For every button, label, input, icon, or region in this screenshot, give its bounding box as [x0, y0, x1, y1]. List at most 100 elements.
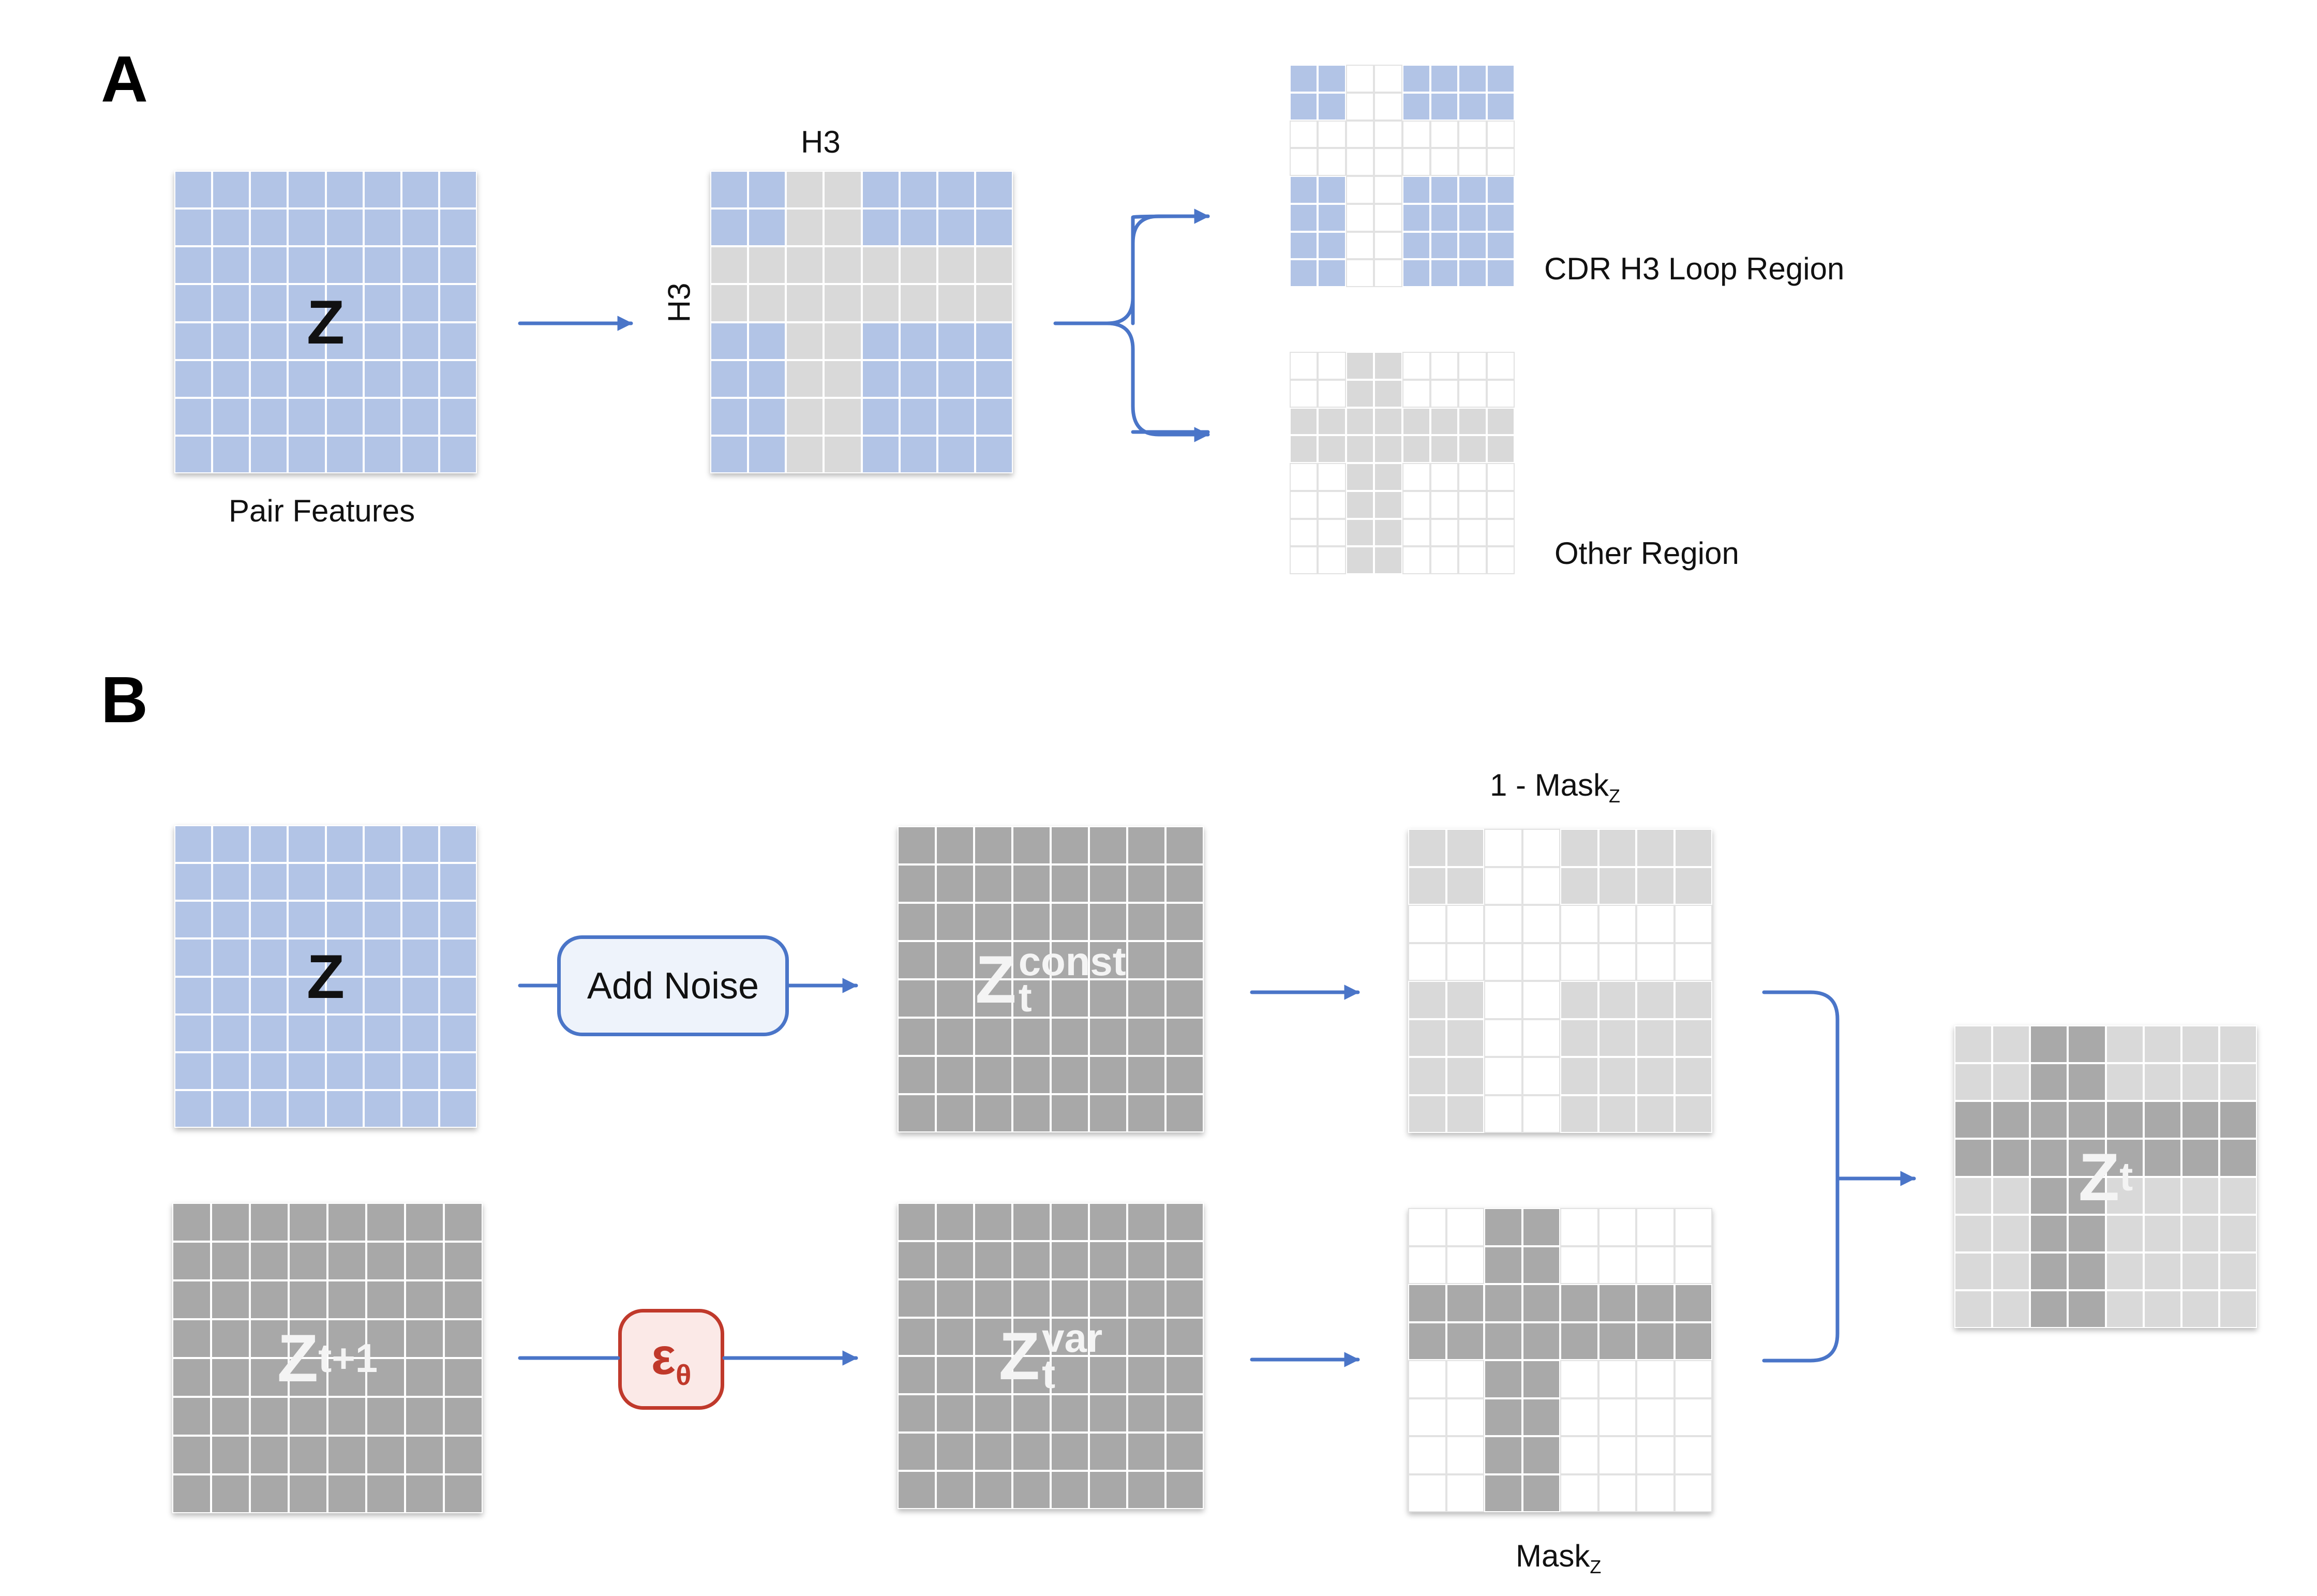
grid-cell: [439, 171, 477, 209]
grid-cell: [1346, 490, 1374, 519]
grid-cell: [1484, 867, 1522, 905]
grid-cell: [824, 322, 862, 360]
grid-cell: [1127, 826, 1165, 864]
grid-cell: [861, 360, 900, 398]
grid-cell: [1674, 1322, 1712, 1360]
grid-cell: [289, 1203, 327, 1242]
grid-cell: [1430, 379, 1459, 408]
grid-cell: [2030, 1063, 2068, 1101]
grid-cell: [1636, 1246, 1675, 1284]
grid-cell: [325, 976, 364, 1015]
grid-cell: [1446, 1436, 1484, 1474]
grid-cell: [1290, 463, 1318, 491]
grid-cell: [1458, 203, 1487, 232]
grid-cell: [1089, 864, 1127, 903]
grid-cell: [325, 322, 364, 360]
grid-cell: [288, 825, 326, 863]
grid-cell: [898, 1056, 936, 1094]
grid-cell: [1598, 1398, 1636, 1436]
grid-cell: [1165, 1394, 1204, 1433]
grid-cell: [2143, 1139, 2181, 1177]
grid-cell: [1402, 203, 1430, 232]
grid-cell: [288, 208, 326, 247]
grid-cell: [1992, 1176, 2030, 1215]
grid-cell: [363, 246, 401, 285]
grid-cell: [2105, 1101, 2144, 1139]
grid-cell: [1486, 490, 1515, 519]
grid-cell: [937, 246, 975, 285]
grid-cell: [1446, 1246, 1484, 1284]
grid-cell: [1486, 518, 1515, 547]
grid-cell: [1346, 518, 1374, 547]
grid-cell: [1165, 1094, 1204, 1132]
grid-cell: [288, 360, 326, 398]
grid-cell: [2068, 1101, 2106, 1139]
grid-cell: [2181, 1101, 2219, 1139]
grid-cell: [1127, 941, 1165, 979]
grid-cell: [1051, 1471, 1089, 1509]
grid-cell: [1458, 463, 1487, 491]
grid-cell: [936, 1433, 974, 1471]
grid-cell: [288, 435, 326, 473]
grid-cell: [212, 863, 250, 901]
grid-cell: [212, 938, 250, 977]
grid-cell: [172, 1319, 211, 1358]
grid-cell: [975, 435, 1013, 473]
grid-cell: [1089, 1318, 1127, 1356]
grid-cell: [405, 1203, 444, 1242]
grid-cell: [212, 901, 250, 939]
grid-cell: [1598, 867, 1636, 905]
grid-cell: [174, 938, 213, 977]
grid-cell: [786, 360, 824, 398]
grid-cell: [174, 322, 213, 360]
grid-cell: [172, 1203, 211, 1242]
grid-cell: [861, 208, 900, 247]
grid-cell: [936, 1394, 974, 1433]
grid-cell: [1992, 1252, 2030, 1290]
grid-cell: [748, 246, 786, 285]
grid-cell: [898, 941, 936, 979]
grid-cell: [363, 1090, 401, 1128]
grid-cell: [1127, 1018, 1165, 1056]
grid-cell: [1458, 435, 1487, 463]
grid-cell: [1408, 1322, 1446, 1360]
grid-cell: [1318, 231, 1346, 260]
grid-cell: [1446, 1019, 1484, 1057]
grid-cell: [1127, 1056, 1165, 1094]
grid-cell: [975, 397, 1013, 436]
grid-cell: [898, 1356, 936, 1394]
grid-cell: [444, 1319, 483, 1358]
grid-cell: [1484, 1360, 1522, 1398]
grid-cell: [1165, 1203, 1204, 1241]
epsilon-theta-box: εθ: [618, 1309, 724, 1410]
grid-cell: [1089, 1056, 1127, 1094]
grid-cell: [1484, 905, 1522, 943]
grid-cell: [366, 1397, 405, 1436]
grid-cell: [1992, 1290, 2030, 1328]
grid-cell: [366, 1436, 405, 1474]
grid-cell: [1374, 490, 1402, 519]
grid-cell: [439, 435, 477, 473]
grid-cell: [1484, 829, 1522, 867]
grid-cell: [1127, 1394, 1165, 1433]
grid-cell: [1051, 979, 1089, 1018]
grid-cell: [2181, 1176, 2219, 1215]
grid-cell: [401, 976, 439, 1015]
grid-cell: [288, 1052, 326, 1090]
grid-cell: [2143, 1063, 2181, 1101]
grid-cell: [172, 1358, 211, 1397]
grid-cell: [212, 1052, 250, 1090]
grid-cell: [172, 1436, 211, 1474]
grid-cell: [974, 1018, 1012, 1056]
grid-cell: [1165, 979, 1204, 1018]
grid-cell: [1674, 1360, 1712, 1398]
grid-cell: [1954, 1101, 1993, 1139]
grid-cell: [174, 246, 213, 285]
add-noise-box: Add Noise: [557, 935, 789, 1036]
grid-cell: [975, 171, 1013, 209]
grid-cell: [1165, 941, 1204, 979]
grid-cell: [898, 1433, 936, 1471]
grid-cell: [710, 397, 749, 436]
grid-cell: [1374, 176, 1402, 204]
grid-cell: [1290, 435, 1318, 463]
